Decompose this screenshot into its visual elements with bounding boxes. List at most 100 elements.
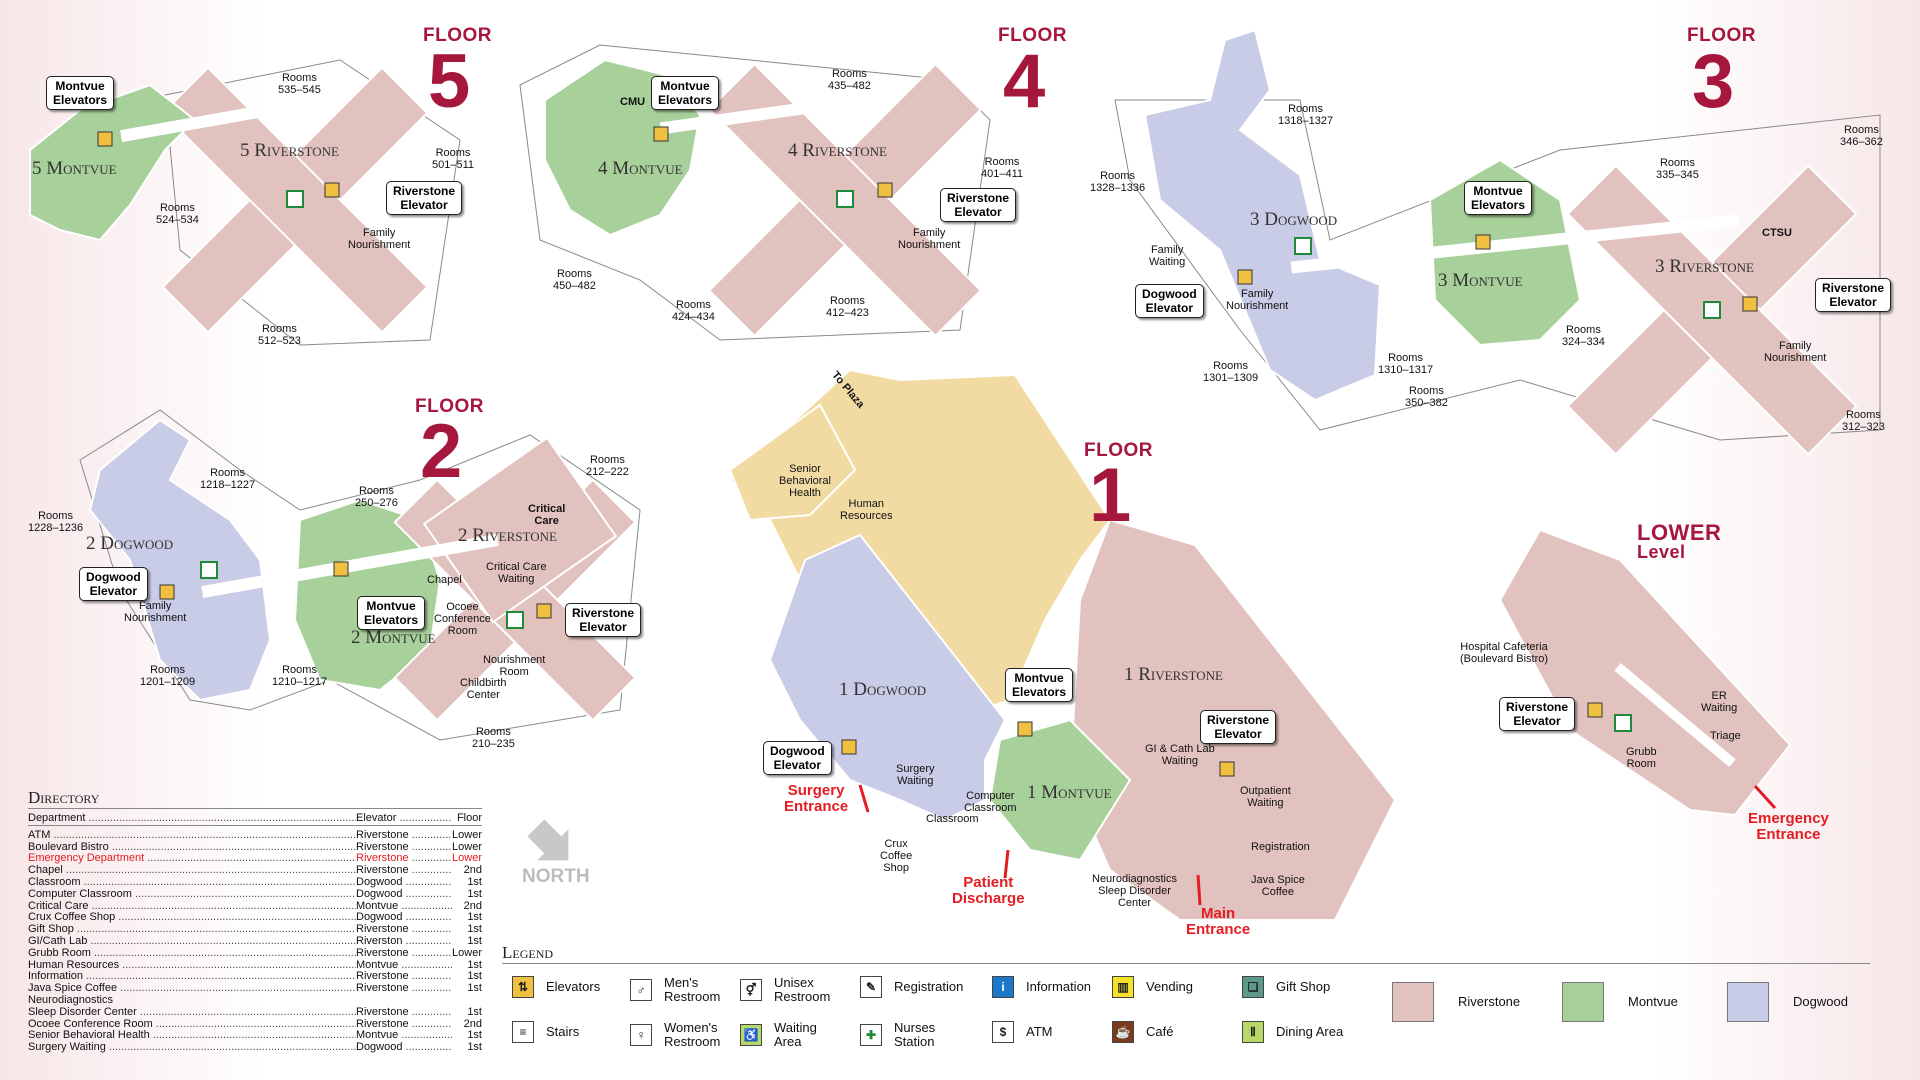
directory-row: Senior Behavioral HealthMontvue1st (28, 1030, 482, 1042)
directory-dept: Information (28, 971, 356, 983)
floor5-outline (164, 59, 461, 346)
directory-floor: 1st (467, 1005, 482, 1018)
elevator-icon: ⇅ (512, 976, 534, 998)
floor5-montvue (29, 83, 197, 242)
directory-row: Ocoee Conference RoomRiverstone2nd (28, 1017, 482, 1031)
directory-elevator: Riverstone (356, 1019, 452, 1031)
legend-label: ATM (1026, 1024, 1053, 1039)
floor2-riverstone (393, 436, 637, 722)
directory-floor: 1st (467, 1041, 482, 1054)
directory: Directory Department Elevator Floor ATMR… (28, 788, 482, 1054)
nurses-station-markers (200, 190, 1721, 732)
directory-dept: Computer Classroom (28, 889, 356, 901)
directory-dept: Sleep Disorder Center (28, 1007, 356, 1019)
directory-floor: 1st (467, 970, 482, 983)
directory-elevator: Riverstone (356, 948, 452, 960)
legend-item-vending: ▥Vending (1112, 976, 1193, 998)
directory-floor: 2nd (463, 1017, 482, 1030)
directory-header: Department Elevator Floor (28, 812, 482, 826)
directory-floor: 2nd (463, 899, 482, 912)
directory-dept: Chapel (28, 865, 356, 877)
floor2-number: 2 (420, 409, 463, 494)
womens-restroom-icon: ♀ (630, 1024, 652, 1046)
directory-elevator: Dogwood (356, 877, 452, 889)
wing-5-montvue: 5 Montvue (32, 158, 117, 179)
directory-row: Grubb RoomRiverstoneLower (28, 947, 482, 960)
stairs-icon: ≡ (512, 1021, 534, 1043)
floor2-dogwood (88, 418, 272, 702)
directory-elevator: Dogwood (356, 912, 452, 924)
wing-2-riverstone: 2 Riverstone (458, 525, 557, 546)
directory-row: Critical CareMontvue2nd (28, 899, 482, 913)
directory-elevator: Riverstone (356, 865, 452, 877)
legend-building-dogwood: Dogwood (1727, 982, 1848, 1022)
directory-row: Computer ClassroomDogwood1st (28, 888, 482, 901)
directory-row: Emergency DepartmentRiverstoneLower (28, 853, 482, 865)
wing-2-montvue: 2 Montvue (351, 627, 436, 648)
cafe-icon: ☕ (1112, 1021, 1134, 1043)
nurses-station-icon: ✚ (860, 1024, 882, 1046)
gift-shop-icon: ❏ (1242, 976, 1264, 998)
directory-dept: Senior Behavioral Health (28, 1030, 356, 1042)
wing-2-dogwood: 2 Dogwood (86, 533, 174, 554)
wing-5-riverstone: 5 Riverstone (240, 140, 339, 161)
directory-floor (452, 995, 482, 1007)
legend-item-stairs: ≡Stairs (512, 1021, 579, 1043)
wing-1-riverstone: 1 Riverstone (1124, 664, 1223, 685)
directory-floor: 1st (467, 1029, 482, 1042)
waiting-area-icon: ♿ (740, 1024, 762, 1046)
lower-cafeteria: Hospital Cafeteria(Boulevard Bistro) (1460, 641, 1549, 665)
directory-title: Directory (28, 788, 482, 809)
f1-classroom: Classroom (926, 813, 979, 825)
directory-floor: 1st (467, 934, 482, 947)
directory-row: Neurodiagnostics (28, 994, 482, 1007)
directory-dept: Boulevard Bistro (28, 842, 356, 854)
directory-dept: Crux Coffee Shop (28, 912, 356, 924)
legend-label: Dining Area (1276, 1024, 1344, 1039)
directory-row: ChapelRiverstone2nd (28, 864, 482, 877)
floor1-number: 1 (1089, 453, 1132, 538)
legend-item-registration: ✎Registration (860, 976, 963, 998)
directory-dept: GI/Cath Lab (28, 936, 356, 948)
legend-label: Café (1146, 1024, 1174, 1039)
directory-dept: Java Spice Coffee (28, 983, 356, 995)
north-arrow-icon (527, 819, 569, 861)
directory-row: Java Spice CoffeeRiverstone1st (28, 982, 482, 995)
floor4-number: 4 (1003, 39, 1046, 124)
f2-chapel: Chapel (427, 574, 462, 586)
dining-area-icon: Ⅱ (1242, 1021, 1264, 1043)
legend-label: Information (1026, 979, 1092, 994)
directory-elevator: Riverstone (356, 983, 452, 995)
f3-ctsu-label: CTSU (1762, 227, 1792, 239)
